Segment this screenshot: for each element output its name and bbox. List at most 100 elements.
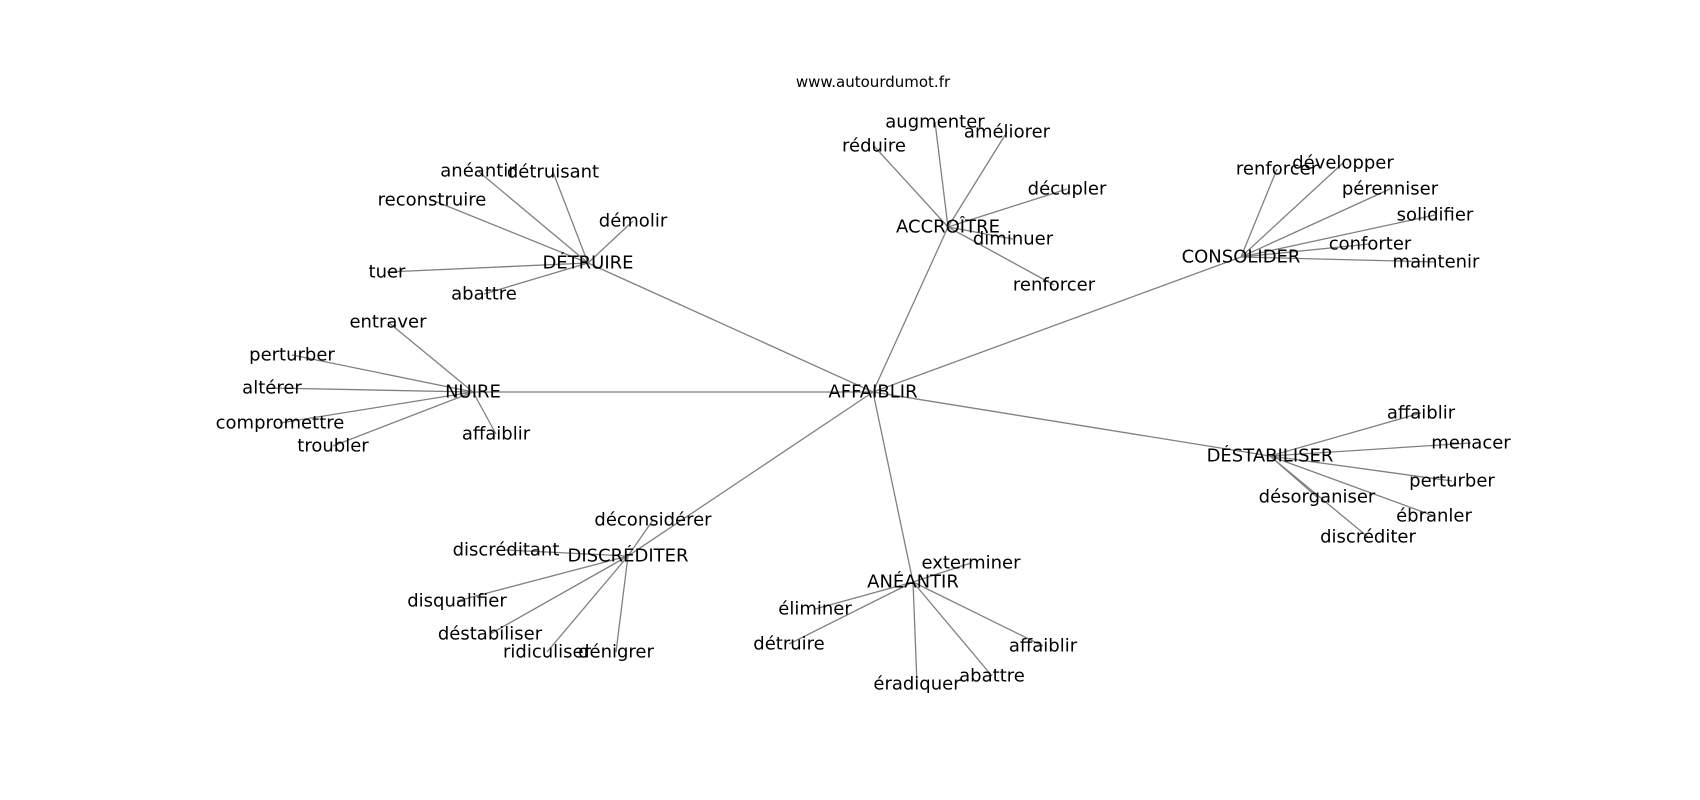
graph-labels: AFFAIBLIR DÉTRUIRE ACCROÎTRE CONSOLIDER NUIR… (216, 112, 1512, 695)
node-detruire-aneantir: anéantir (440, 161, 516, 182)
site-credit: www.autourdumot.fr (796, 73, 951, 91)
node-nuire-troubler: troubler (297, 436, 369, 457)
node-nuire-perturber: perturber (249, 345, 335, 366)
node-accroitre-ameliorer: améliorer (964, 122, 1051, 143)
node-nuire-entraver: entraver (349, 312, 427, 333)
node-detruire-abattre: abattre (451, 284, 517, 305)
node-discrediter-destabiliser: déstabiliser (438, 624, 543, 645)
edge-nuire-nuire_entraver (387, 321, 474, 393)
node-aneantir-exterminer: exterminer (921, 553, 1021, 574)
edge-destabiliser-destabiliser_affaiblir (1269, 412, 1422, 457)
edge-destabiliser-destabiliser_discrediter (1269, 455, 1369, 538)
node-consolider-perenniser: pérenniser (1342, 179, 1439, 200)
node-detruire: DÉTRUIRE (542, 252, 633, 274)
edge-destabiliser-destabiliser_perturber (1269, 455, 1453, 482)
node-accroitre-renforcer: renforcer (1013, 275, 1096, 296)
edge-consolider-consolider_perenniser (1240, 188, 1391, 258)
edge-accroitre-accroitre_decupler (947, 188, 1068, 228)
node-detruire-demolir: démolir (599, 211, 668, 232)
node-destabiliser: DÉSTABILISER (1207, 445, 1334, 467)
node-accroitre-diminuer: diminuer (973, 229, 1054, 250)
edge-discrediter-discrediter_deconsiderer (627, 519, 654, 557)
node-aneantir-abattre: abattre (959, 666, 1025, 687)
node-destabiliser-desorganiser: désorganiser (1259, 487, 1376, 508)
edge-discrediter-discrediter_denigrer (615, 555, 629, 653)
edge-discrediter-discrediter_destabiliser (489, 555, 629, 635)
node-discrediter-discreditant: discréditant (453, 540, 560, 561)
node-aneantir-detruire: détruire (753, 634, 824, 655)
node-nuire-alterer: altérer (242, 378, 302, 399)
edge-nuire-nuire_compromettre (279, 391, 474, 424)
edge-accroitre-accroitre_reduire (873, 145, 949, 228)
edge-aneantir-aneantir_abattre (912, 581, 993, 677)
edge-aneantir-aneantir_eliminer (814, 581, 914, 610)
node-aneantir: ANÉANTIR (867, 571, 959, 593)
edge-destabiliser-destabiliser_menacer (1269, 442, 1472, 457)
edge-detruire-detruire_tuer (386, 262, 589, 273)
node-consolider-conforter: conforter (1329, 234, 1412, 255)
node-accroitre: ACCROÎTRE (896, 216, 1000, 238)
edge-accroitre-accroitre_ameliorer (947, 131, 1008, 228)
node-discrediter-ridiculiser: ridiculiser (503, 642, 592, 663)
node-detruire-tuer: tuer (369, 262, 407, 283)
edge-nuire-nuire_affaiblir (472, 391, 497, 435)
edge-discrediter-discrediter_ridiculiser (546, 555, 629, 653)
edge-consolider-consolider_solidifier (1240, 214, 1436, 258)
node-aneantir-affaiblir: affaiblir (1009, 636, 1078, 657)
edge-center-detruire (587, 262, 874, 393)
edge-nuire-nuire_alterer (271, 387, 474, 393)
node-accroitre-decupler: décupler (1028, 179, 1107, 200)
node-aneantir-eliminer: éliminer (778, 599, 852, 620)
edge-discrediter-discrediter_disqualifier (456, 555, 629, 602)
edge-center-destabiliser (872, 391, 1271, 457)
edge-detruire-detruire_reconstruire (431, 199, 589, 264)
graph-edges (271, 121, 1472, 685)
node-destabiliser-ebranler: ébranler (1396, 506, 1472, 527)
edge-aneantir-aneantir_affaiblir (912, 581, 1044, 647)
edge-center-accroitre (872, 226, 949, 393)
edge-aneantir-aneantir_exterminer (912, 562, 972, 583)
node-consolider-developper: développer (1292, 153, 1394, 174)
node-detruire-detruisant: détruisant (507, 162, 599, 183)
node-discrediter-deconsiderer: déconsidérer (594, 510, 712, 531)
edge-consolider-consolider_maintenir (1240, 256, 1437, 263)
node-destabiliser-discrediter: discréditer (1320, 527, 1416, 548)
node-center: AFFAIBLIR (828, 382, 917, 403)
node-destabiliser-affaiblir: affaiblir (1387, 403, 1456, 424)
edge-aneantir-aneantir_detruire (788, 581, 914, 645)
edge-center-consolider (872, 256, 1242, 393)
edge-consolider-consolider_developper (1240, 162, 1344, 258)
node-aneantir-eradiquer: éradiquer (873, 674, 961, 695)
edge-discrediter-discrediter_discreditant (505, 549, 629, 557)
edge-detruire-detruire_demolir (587, 220, 634, 264)
edge-accroitre-accroitre_renforcer (947, 226, 1055, 286)
edge-destabiliser-destabiliser_ebranler (1269, 455, 1435, 517)
node-nuire-compromettre: compromettre (216, 413, 345, 434)
node-destabiliser-perturber: perturber (1409, 471, 1495, 492)
edge-detruire-detruire_abattre (483, 262, 589, 295)
edge-accroitre-accroitre_diminuer (947, 226, 1014, 240)
edge-center-aneantir (872, 391, 914, 583)
node-detruire-reconstruire: reconstruire (378, 190, 487, 211)
node-nuire-affaiblir: affaiblir (462, 424, 531, 445)
node-consolider-maintenir: maintenir (1393, 252, 1481, 273)
edge-aneantir-aneantir_eradiquer (912, 581, 918, 685)
node-nuire: NUIRE (445, 382, 501, 403)
edge-center-discrediter (627, 391, 874, 557)
node-discrediter-disqualifier: disqualifier (407, 591, 507, 612)
node-accroitre-reduire: réduire (842, 136, 906, 157)
node-destabiliser-menacer: menacer (1431, 433, 1511, 454)
node-discrediter-denigrer: dénigrer (578, 642, 654, 663)
edge-consolider-consolider_conforter (1240, 243, 1371, 258)
node-accroitre-augmenter: augmenter (885, 112, 985, 133)
edge-detruire-detruire_detruisant (552, 171, 589, 264)
edge-accroitre-accroitre_augmenter (934, 121, 949, 228)
edge-nuire-nuire_perturber (291, 354, 474, 393)
edge-detruire-detruire_aneantir (477, 170, 589, 264)
node-consolider-renforcer: renforcer (1236, 159, 1319, 180)
edge-nuire-nuire_troubler (332, 391, 474, 447)
node-consolider: CONSOLIDER (1182, 247, 1301, 268)
edge-consolider-consolider_renforcer (1240, 168, 1278, 258)
node-consolider-solidifier: solidifier (1397, 205, 1474, 226)
